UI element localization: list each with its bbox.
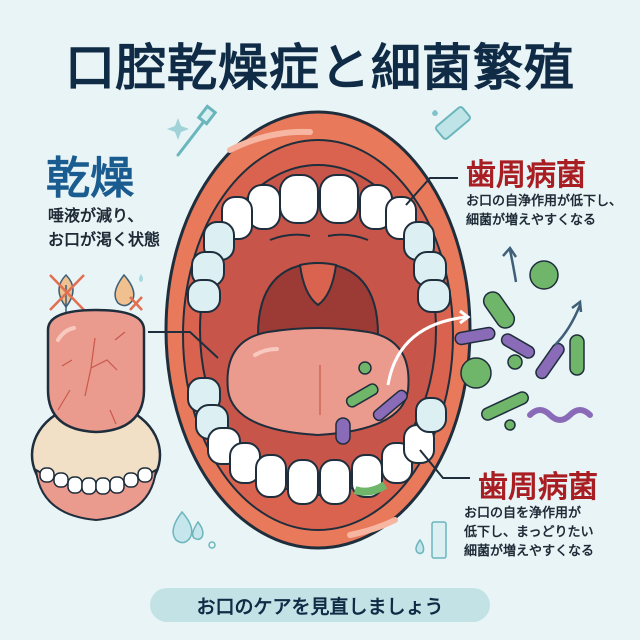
upper-teeth: [187, 174, 451, 313]
leaf-crossed-icon: [49, 273, 85, 318]
dry-heading: 乾燥: [46, 153, 134, 204]
sparkle-icon: [167, 118, 189, 140]
plaque: [353, 481, 388, 496]
perio-bottom-description: お口の自を浄作用が 低下し、まっどりたい 細菌が増えやすくなる: [464, 504, 594, 561]
dry-description-line1: 唾液が減り、: [48, 206, 144, 225]
dry-description: 唾液が減り、 お口が渇く状態: [48, 204, 160, 252]
tongue: [226, 327, 410, 437]
dry-tongue: [30, 308, 162, 522]
lower-teeth: [187, 377, 447, 505]
leader-lines: [148, 177, 470, 479]
perio-top-line2: 細菌が増えやすくなる: [466, 213, 597, 228]
page-title: 口腔乾燥症と細菌繁殖: [65, 39, 575, 97]
bacteria-icon: [335, 260, 593, 445]
perio-top-line1: お口の自浄作用が低下し、: [466, 194, 623, 209]
perio-bottom-line3: 細菌が増えやすくなる: [464, 544, 595, 559]
care-call-to-action: お口のケアを見直しましょう: [150, 588, 490, 622]
perio-bottom-line2: 低下し、まっどりたい: [464, 525, 594, 540]
water-drop-icon: [172, 510, 447, 559]
perio-top-heading: 歯周病菌: [466, 158, 586, 193]
dry-description-line2: お口が渇く状態: [48, 230, 161, 249]
toothpaste-icon: [432, 106, 471, 140]
toothbrush-icon: [176, 104, 218, 157]
perio-bottom-line1: お口の自を浄作用が: [464, 506, 582, 521]
perio-top-description: お口の自浄作用が低下し、 細菌が増えやすくなる: [466, 192, 622, 230]
perio-bottom-heading: 歯周病菌: [478, 470, 598, 505]
arrow-icon: [386, 315, 467, 386]
drop-crossed-icon: [114, 273, 143, 311]
arrow-up-icon: [502, 245, 583, 346]
